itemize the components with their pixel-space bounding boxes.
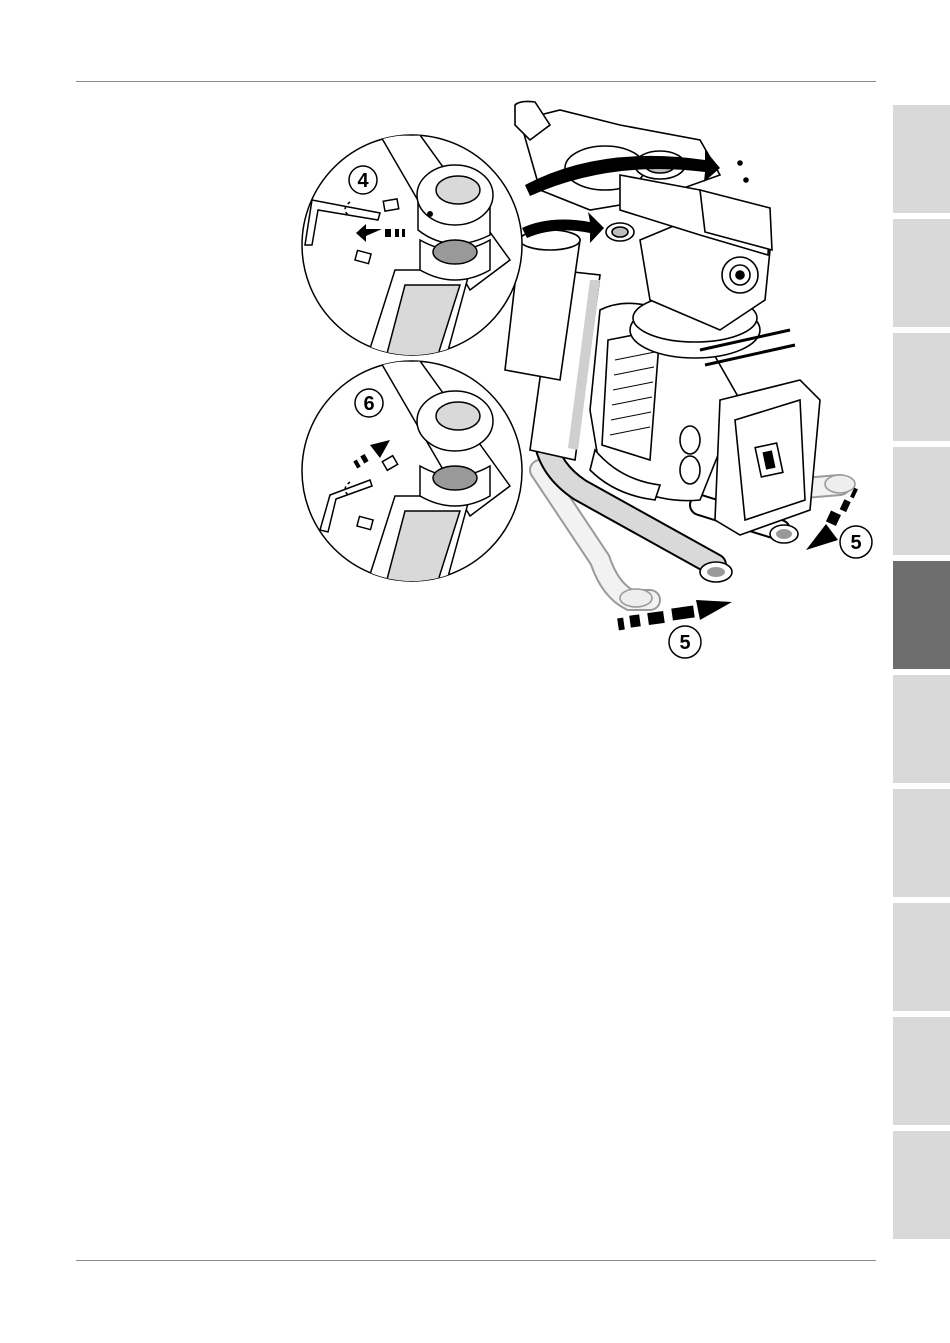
step-badge-rotate-bottom: 5	[669, 626, 701, 658]
svg-text:4: 4	[357, 170, 369, 192]
chapter-tab[interactable]	[893, 675, 950, 783]
assembly-illustration: 5 5 4	[296, 96, 880, 664]
detail-loosen-screw: 4	[302, 135, 522, 380]
chapter-tab[interactable]	[893, 105, 950, 213]
svg-text:6: 6	[363, 393, 374, 415]
chapter-tab[interactable]	[893, 1131, 950, 1239]
header-rule	[76, 81, 876, 82]
svg-text:5: 5	[850, 532, 861, 554]
step-badge-rotate-left: 5	[840, 526, 872, 558]
chapter-tab[interactable]	[893, 333, 950, 441]
chapter-tab[interactable]	[893, 903, 950, 1011]
chapter-tab[interactable]	[893, 1017, 950, 1125]
chapter-tab[interactable]	[893, 219, 950, 327]
chapter-tab[interactable]	[893, 447, 950, 555]
svg-text:5: 5	[679, 632, 690, 654]
chapter-tab-active[interactable]	[893, 561, 950, 669]
footer-rule	[76, 1260, 876, 1261]
chapter-tab[interactable]	[893, 789, 950, 897]
detail-tighten-screw: 6	[302, 361, 522, 606]
